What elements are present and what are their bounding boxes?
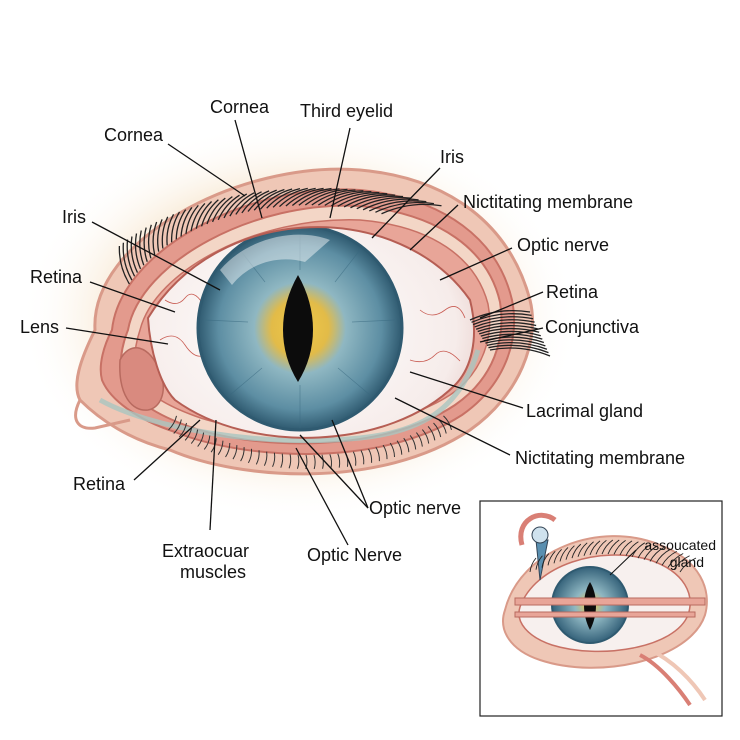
label-optic-nerve-caps: Optic Nerve <box>307 545 403 565</box>
label-nictitating-bottom: Nictitating membrane <box>515 448 686 468</box>
label-cornea-top: Cornea <box>210 97 270 117</box>
label-extraocular-line1: Extraocuar <box>162 541 250 561</box>
label-extraocular-line2: muscles <box>180 562 247 582</box>
third-eyelid-fold <box>119 347 164 411</box>
label-third-eyelid: Third eyelid <box>300 101 394 121</box>
label-iris-left: Iris <box>62 207 86 227</box>
label-iris-top: Iris <box>440 147 464 167</box>
cornea-highlight <box>220 234 330 285</box>
label-nictitating-top: Nictitating membrane <box>463 192 634 212</box>
nictitating-edge <box>98 349 481 444</box>
inset-label-line1: assoucated <box>644 537 716 553</box>
eye-outline <box>146 226 476 439</box>
label-retina-right: Retina <box>546 282 599 302</box>
pupil <box>283 275 313 382</box>
label-lacrimal-gland: Lacrimal gland <box>526 401 644 421</box>
leader-lines <box>65 119 544 546</box>
label-cornea-left: Cornea <box>104 125 164 145</box>
label-lens: Lens <box>20 317 60 337</box>
label-optic-nerve-right: Optic nerve <box>517 235 610 255</box>
lid-corner <box>74 399 131 430</box>
inset-eyelashes <box>529 539 697 573</box>
label-conjunctiva: Conjunctiva <box>545 317 640 337</box>
label-optic-nerve-bottom: Optic nerve <box>369 498 462 518</box>
inset-illustration <box>502 512 708 707</box>
upper-eyelashes <box>118 187 551 357</box>
label-retina-bottom: Retina <box>73 474 126 494</box>
inset-label-line2: gland <box>669 554 704 570</box>
label-retina-left: Retina <box>30 267 83 287</box>
